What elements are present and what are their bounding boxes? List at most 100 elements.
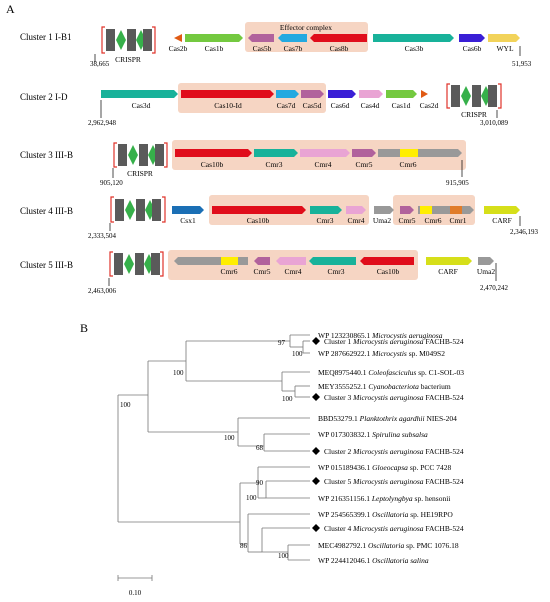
gene-arrow bbox=[478, 257, 494, 265]
gene-label: Cas7b bbox=[284, 44, 303, 53]
bootstrap-value: 100 bbox=[246, 494, 257, 502]
leaf-label: Cluster 4 Microcystis aeruginosa FACHB-5… bbox=[324, 524, 464, 533]
cluster-label: Cluster 5 III-B bbox=[20, 260, 73, 270]
cluster-label: Cluster 2 I-D bbox=[20, 92, 68, 102]
gene-label: Cas3d bbox=[132, 101, 151, 110]
gene-label: CARF bbox=[492, 216, 512, 225]
gene-label: Cas5d bbox=[303, 101, 322, 110]
leaf-label: Cluster 5 Microcystis aeruginosa FACHB-5… bbox=[324, 477, 464, 486]
crispr-array bbox=[101, 26, 156, 54]
gene-label: Cmr3 bbox=[316, 216, 333, 225]
gene-label: Cmr5 bbox=[398, 216, 415, 225]
panel-a-label: A bbox=[6, 2, 15, 16]
gene-label: Cas1d bbox=[392, 101, 411, 110]
gene-label: Cas10b bbox=[201, 160, 224, 169]
gene-segment bbox=[420, 206, 432, 214]
left-coordinate: 2,333,504 bbox=[88, 232, 117, 240]
cluster-1: Cluster 1 I-B1 CRISPR 38,665 Effector co… bbox=[20, 22, 532, 68]
gene-arrow bbox=[421, 90, 428, 98]
bootstrap-values: 97 100 100 100 100 100 68 90 100 86 100 bbox=[120, 339, 303, 560]
gene-label: Cmr4 bbox=[314, 160, 331, 169]
diamond-icon bbox=[312, 524, 320, 532]
gene-arrow bbox=[426, 257, 472, 265]
gene-arrow bbox=[374, 206, 394, 214]
leaf-label: Cluster 1 Microcystis aeruginosa FACHB-5… bbox=[324, 337, 464, 346]
leaf-label: Cluster 3 Microcystis aeruginosa FACHB-5… bbox=[324, 393, 464, 402]
bootstrap-value: 100 bbox=[292, 350, 303, 358]
gene-arrow bbox=[359, 90, 383, 98]
gene-arrow bbox=[212, 206, 306, 214]
gene-arrow bbox=[378, 149, 462, 157]
gene-label: Uma2 bbox=[477, 267, 496, 276]
gene-label: Uma2 bbox=[373, 216, 392, 225]
cluster-5: Cluster 5 III-B 2,463,006 Cmr6 Cmr5 Cmr4… bbox=[20, 250, 509, 295]
crispr-array bbox=[446, 83, 502, 109]
gene-arrow bbox=[386, 90, 417, 98]
gene-label: Cmr6 bbox=[220, 267, 237, 276]
cluster-2: Cluster 2 I-D Cas3d Cas10-Id Cas7d Cas5d… bbox=[20, 83, 509, 127]
gene-label: Cmr5 bbox=[355, 160, 372, 169]
left-coordinate: 905,120 bbox=[100, 179, 123, 187]
gene-arrow bbox=[254, 257, 270, 265]
bootstrap-value: 100 bbox=[282, 395, 293, 403]
panel-b-label: B bbox=[80, 321, 88, 335]
gene-arrow bbox=[276, 90, 299, 98]
gene-arrow bbox=[310, 34, 367, 42]
gene-label: Cmr4 bbox=[347, 216, 364, 225]
crispr-array bbox=[109, 251, 164, 277]
gene-label: WYL bbox=[496, 44, 513, 53]
bootstrap-value: 86 bbox=[240, 542, 248, 550]
left-coordinate: 38,665 bbox=[90, 60, 110, 68]
effector-complex-label: Effector complex bbox=[280, 23, 332, 32]
gene-label: Cas7d bbox=[277, 101, 296, 110]
leaf-label: WP 254565399.1 Oscillatoria sp. HE19RPO bbox=[318, 510, 453, 519]
leaf-label: Cluster 2 Microcystis aeruginosa FACHB-5… bbox=[324, 447, 464, 456]
gene-arrow bbox=[310, 206, 342, 214]
gene-arrow bbox=[360, 257, 414, 265]
gene-label: Cas4d bbox=[361, 101, 380, 110]
gene-label: CARF bbox=[438, 267, 458, 276]
crispr-label: CRISPR bbox=[461, 110, 487, 119]
gene-label: Cas6b bbox=[463, 44, 482, 53]
crispr-array bbox=[113, 142, 168, 168]
gene-label: Cas3b bbox=[405, 44, 424, 53]
gene-arrow bbox=[278, 34, 307, 42]
gene-arrow bbox=[300, 149, 350, 157]
gene-arrow bbox=[352, 149, 376, 157]
crispr-label: CRISPR bbox=[115, 55, 141, 64]
crispr-label: CRISPR bbox=[127, 169, 153, 178]
left-coordinate: 2,962,948 bbox=[88, 119, 117, 127]
leaf-label: BBD53279.1 Planktothrix agardhii NIES-20… bbox=[318, 414, 457, 423]
right-coordinate: 2,346,193 bbox=[510, 228, 539, 236]
leaf-label: WP 216351156.1 Leptolyngbya sp. hensonii bbox=[318, 494, 450, 503]
bootstrap-value: 100 bbox=[224, 434, 235, 442]
gene-arrow bbox=[248, 34, 274, 42]
gene-arrow bbox=[101, 90, 178, 98]
diamond-icon bbox=[312, 337, 320, 345]
bootstrap-value: 68 bbox=[256, 444, 264, 452]
bootstrap-value: 90 bbox=[256, 479, 264, 487]
gene-arrow bbox=[459, 34, 485, 42]
right-coordinate: 915,905 bbox=[446, 179, 469, 187]
gene-arrow bbox=[373, 34, 454, 42]
left-coordinate: 2,463,006 bbox=[88, 287, 117, 295]
gene-label: Cmr6 bbox=[424, 216, 441, 225]
gene-label: Csx1 bbox=[180, 216, 196, 225]
gene-label: Cmr4 bbox=[284, 267, 301, 276]
gene-arrow bbox=[400, 206, 414, 214]
bootstrap-value: 100 bbox=[173, 369, 184, 377]
gene-label: Cas5b bbox=[253, 44, 272, 53]
leaf-label: WP 224412046.1 Oscillatoria salina bbox=[318, 556, 429, 565]
diamond-icon bbox=[312, 477, 320, 485]
cluster-label: Cluster 1 I-B1 bbox=[20, 32, 72, 42]
bootstrap-value: 100 bbox=[278, 552, 289, 560]
leaf-label: MEY3555252.1 Cyanobacteriota bacterium bbox=[318, 382, 451, 391]
diamond-icon bbox=[312, 393, 320, 401]
leaf-label: MEQ8975440.1 Coleofasciculus sp. C1-SOL-… bbox=[318, 368, 464, 377]
leaf-label: WP 017303832.1 Spirulina subsalsa bbox=[318, 430, 428, 439]
scale-bar: 0.10 bbox=[117, 575, 153, 597]
gene-arrow bbox=[301, 90, 324, 98]
leaf-label: WP 015189436.1 Gloeocapsa sp. PCC 7428 bbox=[318, 463, 452, 472]
leaf-label: WP 123230865.1 Microcystis aeruginosa bbox=[318, 331, 443, 340]
cluster-label: Cluster 4 III-B bbox=[20, 206, 73, 216]
